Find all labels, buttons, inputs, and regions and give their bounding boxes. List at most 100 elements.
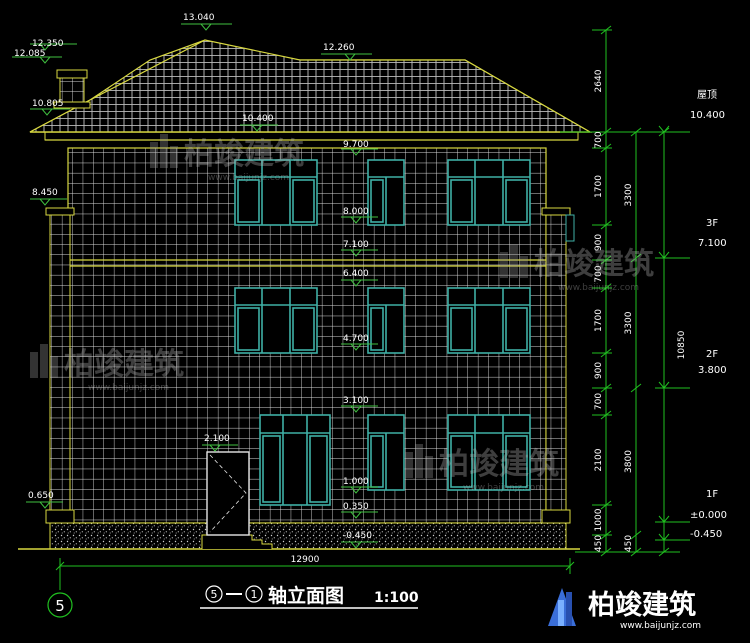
level-chimney-top: 12.350 <box>30 39 77 51</box>
dim1-7: 700 <box>594 393 604 410</box>
axis-label: 5 <box>55 597 65 615</box>
floor-3f-name: 3F <box>706 218 718 229</box>
watermark-3-brand: 柏竣建筑 <box>64 347 184 382</box>
watermark-4-brand: 柏竣建筑 <box>439 447 559 482</box>
level-text-door-top: 2.100 <box>204 434 230 444</box>
level-text-eave: 10.400 <box>242 114 274 124</box>
watermark-3-url: www.baijunjz.com <box>88 383 169 393</box>
window-2f-left <box>234 287 318 354</box>
storey-band <box>68 259 546 267</box>
level-roof-ridge: 12.260 <box>321 43 372 61</box>
window-3f-mid <box>367 159 405 226</box>
level-base-top: 0.650 <box>26 491 63 509</box>
window-2f-mid <box>367 287 405 354</box>
title-to: 1 <box>251 588 258 601</box>
level-ridge: 13.040 <box>181 13 232 31</box>
window-1f-right <box>447 414 531 491</box>
window-1f-mid <box>367 414 405 491</box>
level-text-chimney-top: 12.350 <box>32 39 64 49</box>
level-text-band: 7.100 <box>343 240 369 250</box>
watermark-4-url: www.baijunjz.com <box>463 483 544 493</box>
level-win1-top: 3.100 <box>341 396 378 413</box>
level-eave-top: 10.805 <box>30 99 70 116</box>
dimension-text-col2: 3300 3300 3800 450 <box>624 183 634 552</box>
level-text-win3-sill: 8.000 <box>343 207 369 217</box>
level-text-eave-top: 10.805 <box>32 99 64 109</box>
level-chimney-mid: 12.085 <box>12 49 62 64</box>
dim1-3: 900 <box>594 234 604 251</box>
level-text-chimney-mid: 12.085 <box>14 49 46 59</box>
width-dimension: 12900 <box>55 555 575 590</box>
dim2-1: 3300 <box>624 311 634 334</box>
level-pilaster-cap: 8.450 <box>30 188 67 206</box>
brand-logo-text: 柏竣建筑 <box>588 589 696 621</box>
dim1-10: 450 <box>594 535 604 552</box>
watermark-3: 柏竣建筑 www.baijunjz.com <box>30 344 184 393</box>
watermark-2: 柏竣建筑 www.baijunjz.com <box>500 244 654 293</box>
overall-width: 12900 <box>291 555 320 565</box>
floor-labels: 屋顶 10.400 3F 7.100 2F 3.800 1F ±0.000 -0… <box>655 89 727 541</box>
level-text-pilaster-cap: 8.450 <box>32 188 58 198</box>
window-3f-right <box>447 159 531 226</box>
level-win3-sill: 8.000 <box>341 207 378 224</box>
dim2-2: 3800 <box>624 450 634 473</box>
floor-roof-elev: 10.400 <box>690 110 725 121</box>
floor-roof-name: 屋顶 <box>697 89 717 101</box>
windows <box>234 159 531 506</box>
level-text-win1-top: 3.100 <box>343 396 369 406</box>
dim2-3: 450 <box>624 535 634 552</box>
watermark-1: 柏竣建筑 www.baijunjz.com <box>150 134 304 183</box>
floor-3f-elev: 7.100 <box>698 238 727 249</box>
floor-2f-elev: 3.800 <box>698 365 727 376</box>
dim1-5: 1700 <box>594 309 604 332</box>
pilaster-left <box>45 207 75 524</box>
level-band: 7.100 <box>341 240 378 257</box>
level-text-win2-top: 6.400 <box>343 269 369 279</box>
level-text-win1-sill-a: 1.000 <box>343 477 369 487</box>
title-text: 轴立面图 <box>268 584 344 607</box>
level-eave: 10.400 <box>240 114 278 132</box>
dim1-4: 700 <box>594 265 604 282</box>
floor-1f-elev: ±0.000 <box>690 510 727 521</box>
watermark-4: 柏竣建筑 www.baijunjz.com <box>405 444 559 493</box>
rear-door <box>206 451 250 536</box>
dim1-0: 2640 <box>594 69 604 92</box>
dim1-9: 1000 <box>594 508 604 531</box>
level-win1-sill-b: 0.350 <box>341 502 378 519</box>
level-text-ridge: 13.040 <box>183 13 215 23</box>
level-win3-top: 9.700 <box>341 140 378 156</box>
window-2f-right <box>447 287 531 354</box>
level-ground: -0.450 <box>341 531 378 549</box>
watermark-1-url: www.baijunjz.com <box>208 173 289 183</box>
axis-bubble: 5 <box>47 592 73 618</box>
dim1-8: 2100 <box>594 448 604 471</box>
dim2-0: 3300 <box>624 183 634 206</box>
window-3f-left <box>234 159 318 226</box>
window-1f-left <box>259 414 331 506</box>
watermark-2-brand: 柏竣建筑 <box>534 247 654 282</box>
pilaster-right <box>541 207 575 524</box>
dim1-6: 900 <box>594 362 604 379</box>
level-win1-sill-a: 1.000 <box>341 477 378 494</box>
plinth <box>18 522 580 550</box>
watermarks: 柏竣建筑 www.baijunjz.com 柏竣建筑 www.baijunjz.… <box>30 134 654 493</box>
level-text-win1-sill-b: 0.350 <box>343 502 369 512</box>
level-text-win2-sill: 4.700 <box>343 334 369 344</box>
floor-1f-elev2: -0.450 <box>690 529 722 540</box>
chimney <box>53 69 91 109</box>
level-win2-sill: 4.700 <box>341 334 378 351</box>
level-door-top: 2.100 <box>202 434 238 452</box>
floor-1f-name: 1F <box>706 489 718 500</box>
title-scale: 1:100 <box>374 590 419 606</box>
floor-2f-name: 2F <box>706 349 718 360</box>
dim1-2: 1700 <box>594 175 604 198</box>
brand-logo-url: www.baijunjz.com <box>620 621 701 631</box>
level-text-win3-top: 9.700 <box>343 140 369 150</box>
drawing-title: 5 1 轴立面图 1:100 <box>200 584 419 609</box>
level-win2-top: 6.400 <box>341 269 378 287</box>
level-text-ground: -0.450 <box>343 531 372 541</box>
dimension-lines <box>560 30 680 553</box>
